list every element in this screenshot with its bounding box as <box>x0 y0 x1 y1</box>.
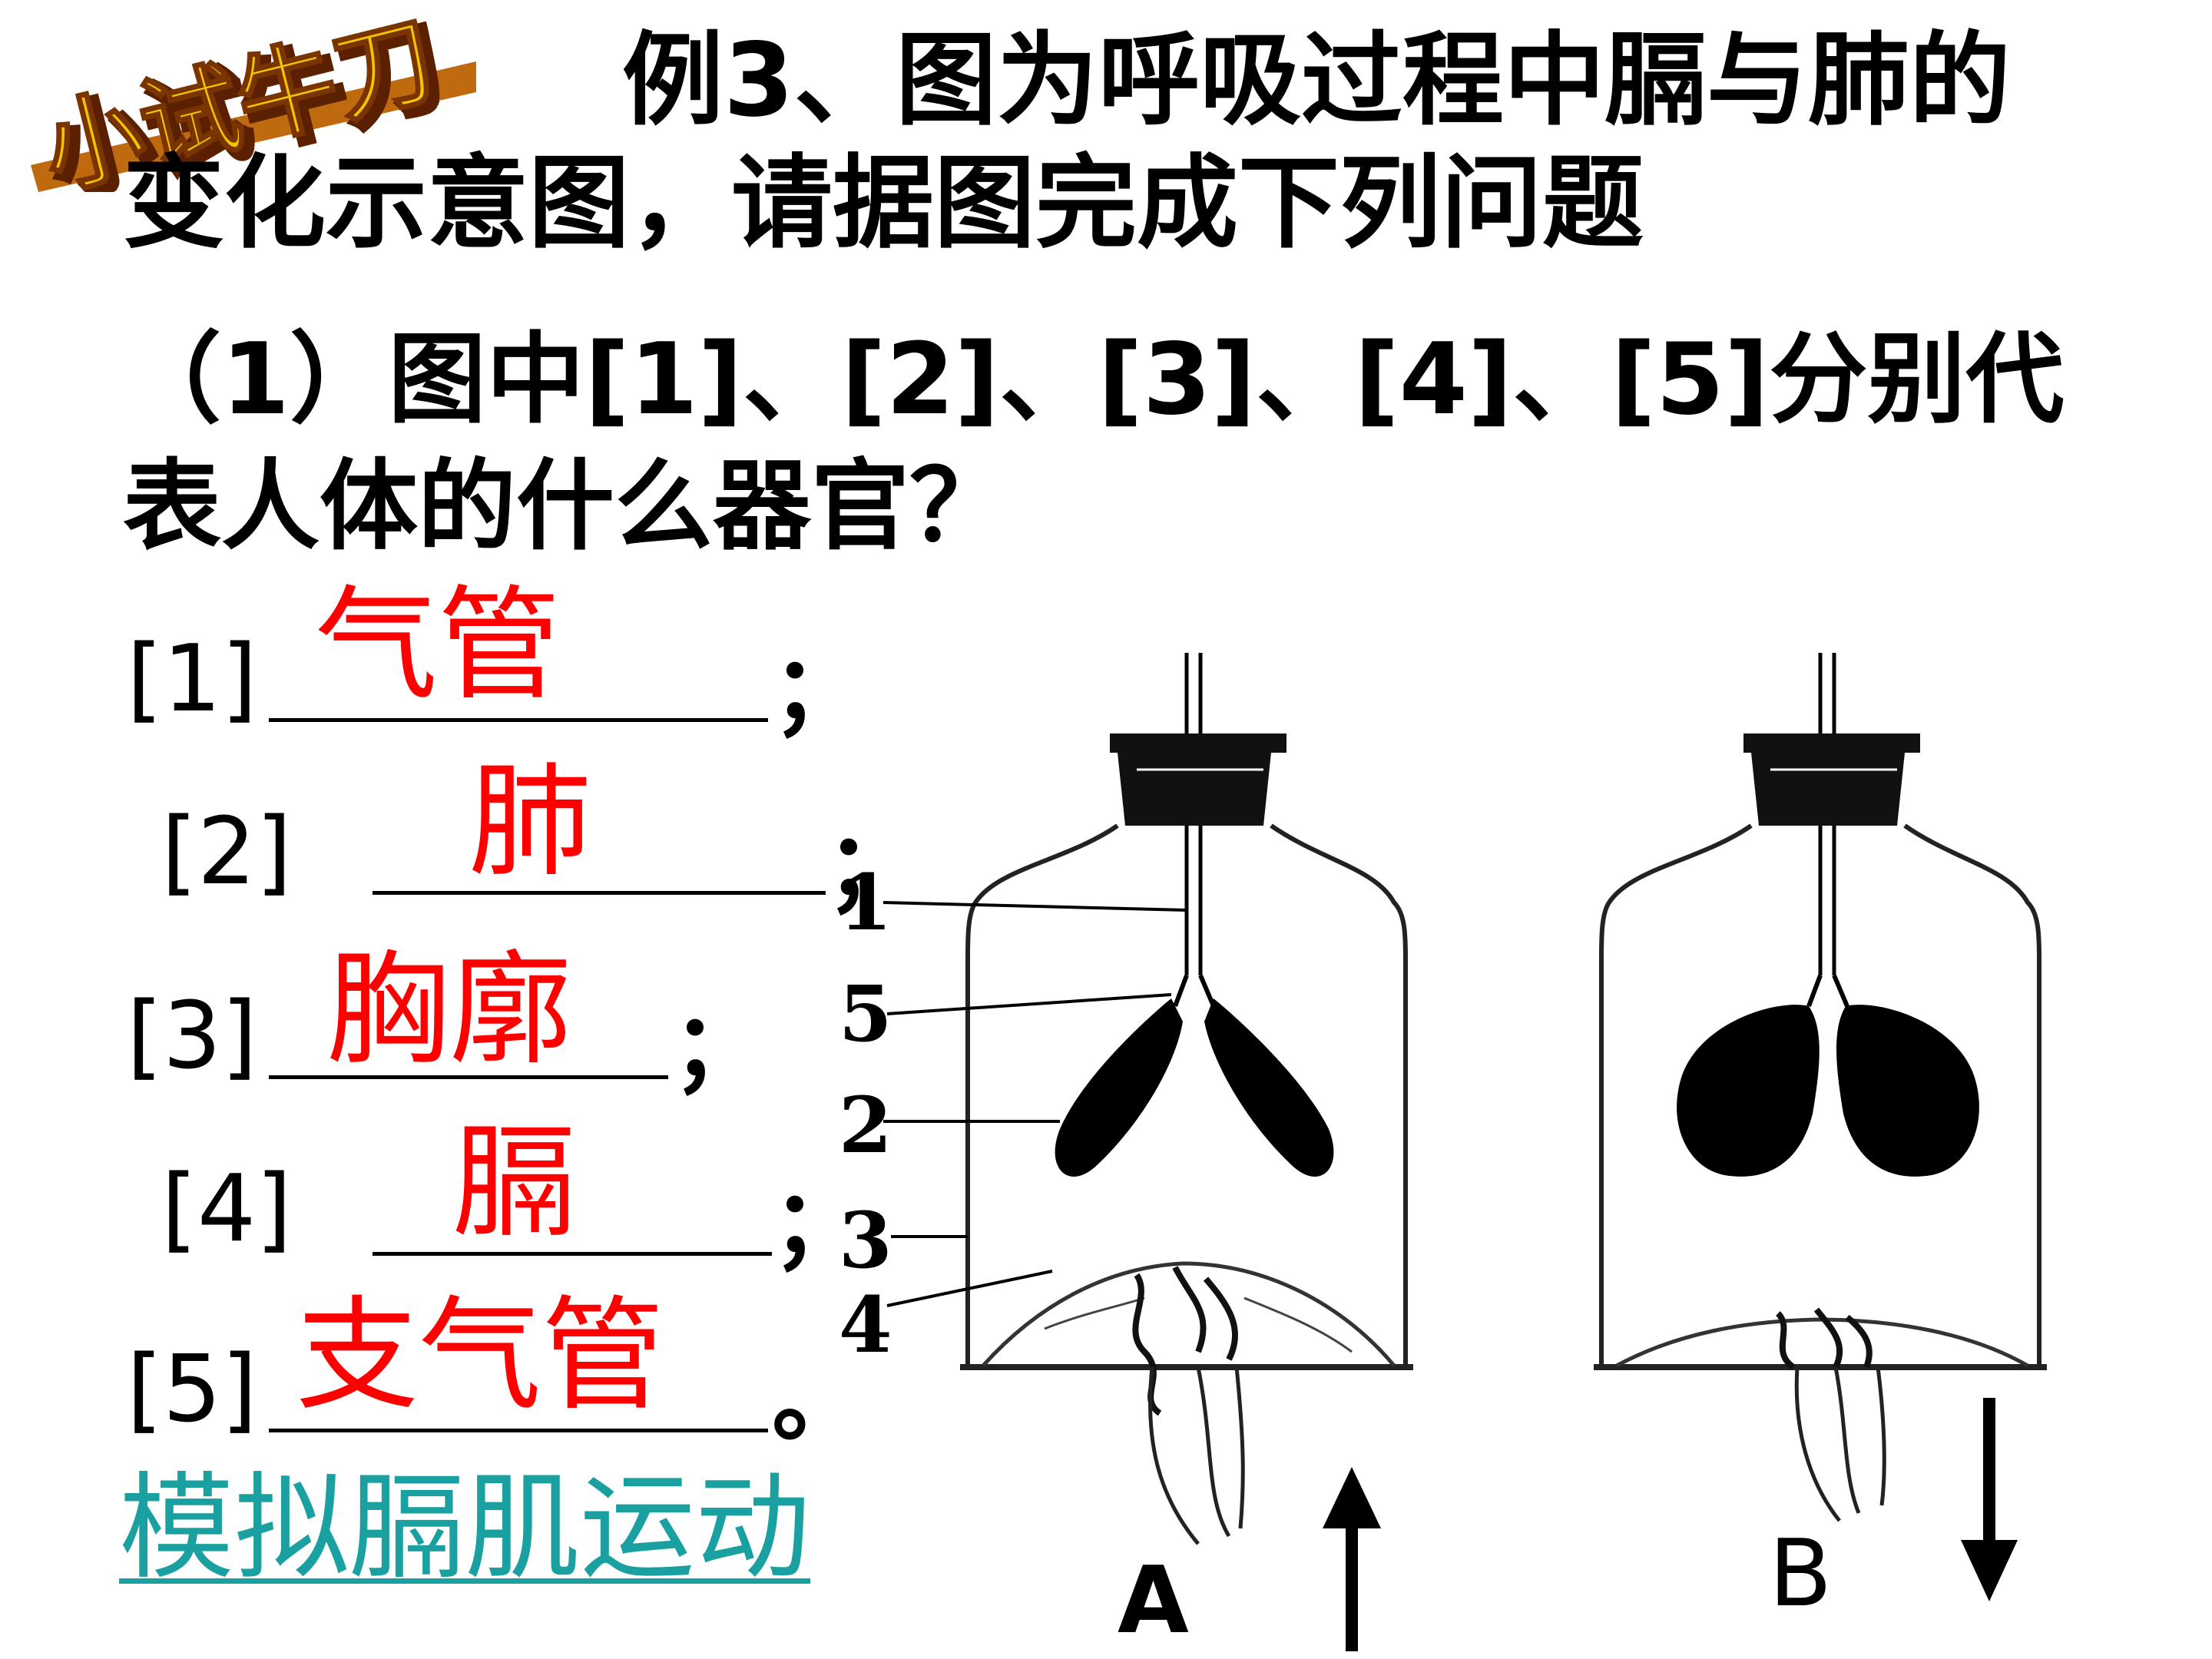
bell-jar-a <box>960 653 1413 1651</box>
leader-lines <box>882 901 1187 1307</box>
answer-underline <box>373 891 826 895</box>
answer-underline <box>269 1075 668 1079</box>
label-5: 5 <box>839 969 892 1059</box>
bracket-label: [1] <box>127 626 257 733</box>
title-line-1: 例3、图为呼吸过程中膈与肺的 <box>622 22 2011 140</box>
question-line-2: 表人体的什么器官？ <box>123 449 1008 564</box>
label-3: 3 <box>839 1195 892 1286</box>
simulate-diaphragm-link[interactable]: 模拟膈肌运动 <box>119 1462 811 1595</box>
panel-label-a: A <box>1118 1548 1189 1654</box>
bracket-label: [5] <box>127 1336 257 1443</box>
bell-jar-diagram: 1 5 2 3 4 A B <box>839 653 2047 1654</box>
bracket-label: [2] <box>161 799 292 906</box>
title-line-2: 变化示意图，请据图完成下列问题 <box>123 144 1644 263</box>
answer-text: 胸廓 <box>326 938 573 1081</box>
answer-punct: 。 <box>772 1348 864 1455</box>
stopper-a <box>1110 733 1286 826</box>
bell-jar-b <box>1594 653 2047 1601</box>
answer-punct: ； <box>772 637 864 744</box>
answer-underline <box>269 1429 768 1432</box>
badge-logo: 小试牛刀 小试牛刀 <box>30 0 476 192</box>
lung-left-b <box>1677 1005 1820 1177</box>
answer-text: 支气管 <box>296 1283 665 1427</box>
bracket-label: [3] <box>127 983 257 1090</box>
lung-right-b <box>1836 1005 1979 1177</box>
answer-text: 气管 <box>315 573 561 717</box>
membrane-a <box>982 1261 1396 1367</box>
arrow-down-icon <box>1961 1540 2018 1601</box>
lung-left-a <box>1055 998 1183 1177</box>
answer-underline <box>373 1252 772 1256</box>
panel-label-b: B <box>1769 1521 1832 1628</box>
question-line-1: （1）图中[1]、[2]、[3]、[4]、[5]分别代 <box>123 323 2065 437</box>
arrow-up-icon <box>1323 1467 1381 1528</box>
label-1: 1 <box>839 857 892 948</box>
bracket-label: [4] <box>161 1156 292 1263</box>
answer-underline <box>269 718 768 722</box>
answer-punct: ； <box>672 995 764 1101</box>
answer-text: 肺 <box>469 750 592 893</box>
answer-punct: ； <box>772 1171 864 1278</box>
answer-text: 膈 <box>453 1111 577 1254</box>
badge-bar <box>31 61 476 192</box>
membrane-b <box>1615 1317 2029 1368</box>
lung-right-a <box>1204 998 1334 1177</box>
stopper-b <box>1743 733 1920 826</box>
label-2: 2 <box>839 1080 892 1171</box>
label-4: 4 <box>839 1280 892 1370</box>
